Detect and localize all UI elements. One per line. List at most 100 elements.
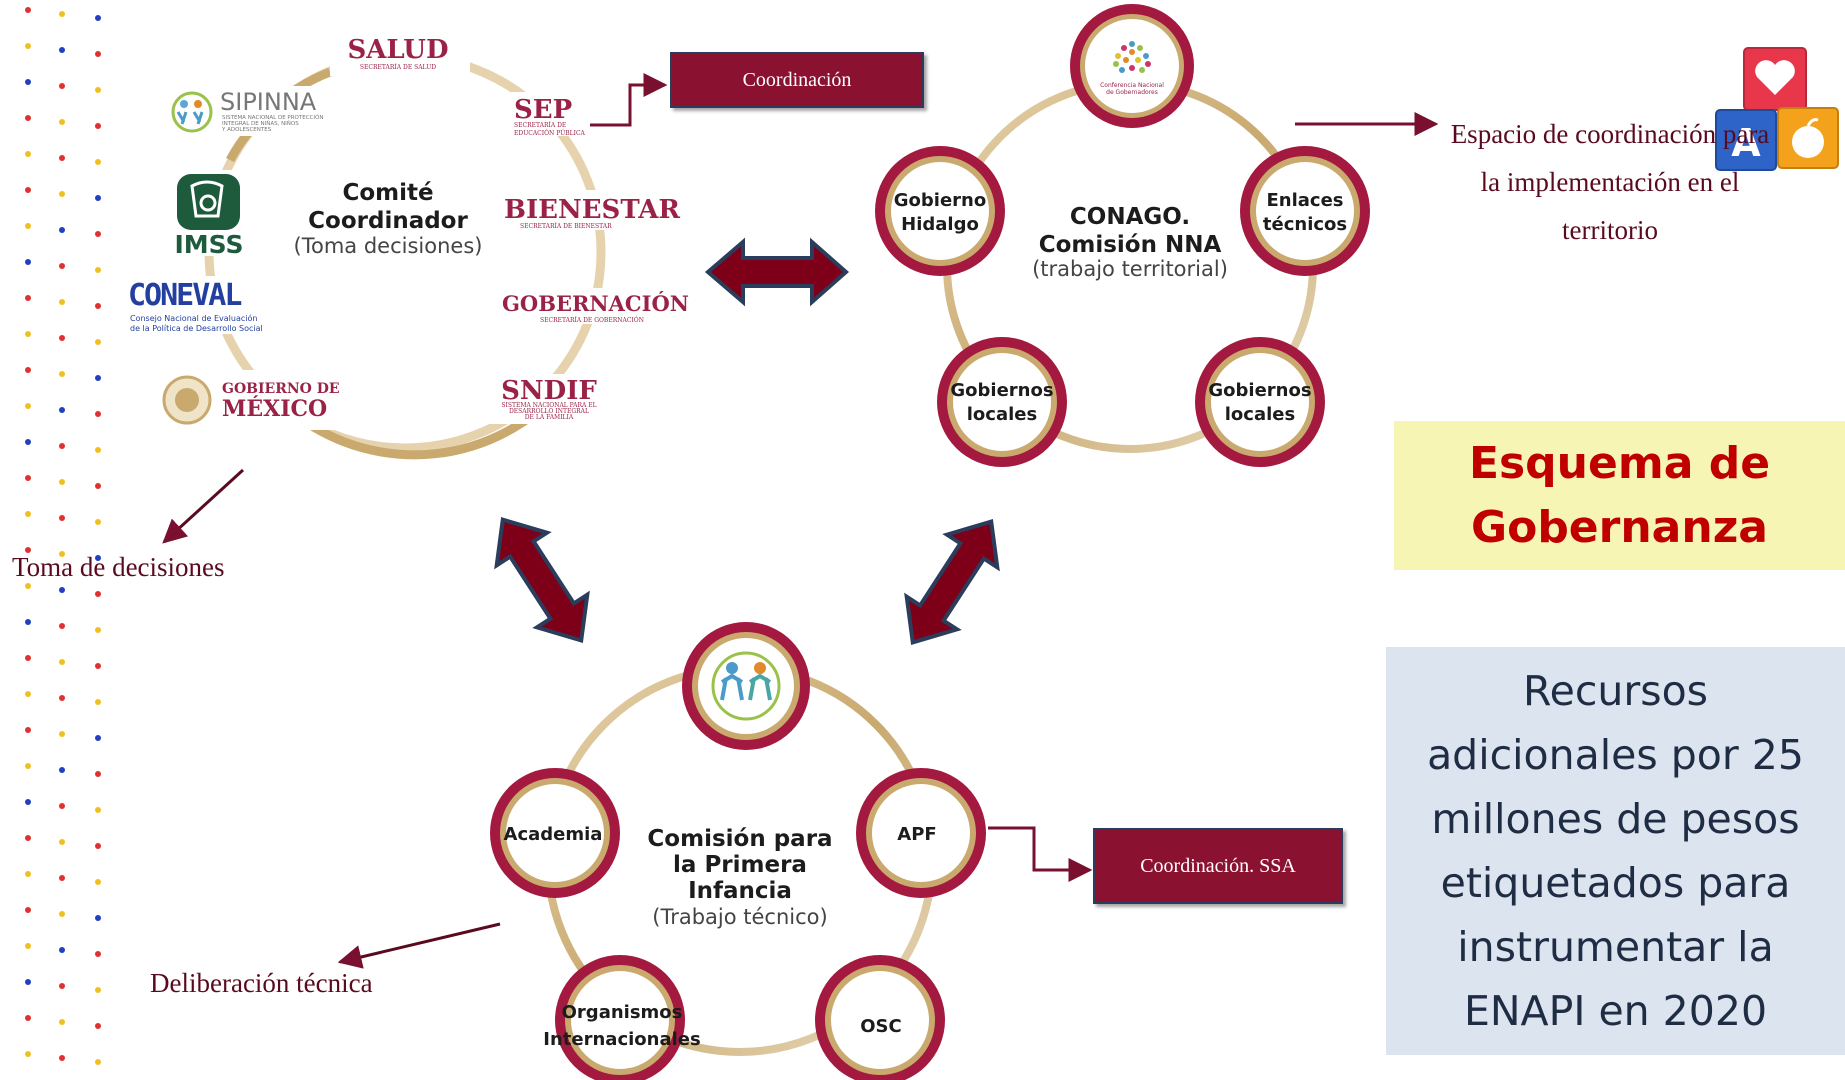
svg-text:Organismos: Organismos xyxy=(562,1002,683,1023)
deliberacion-arrow xyxy=(337,922,501,969)
decorative-dot xyxy=(95,15,101,21)
decorative-dot xyxy=(25,691,31,697)
decorative-dot xyxy=(95,591,101,597)
svg-text:Gobiernos: Gobiernos xyxy=(950,380,1053,401)
decorative-dot xyxy=(95,303,101,309)
decorative-dot xyxy=(59,443,65,449)
decorative-dot xyxy=(95,807,101,813)
esquema-gobernanza-box: Esquema de Gobernanza xyxy=(1394,421,1845,570)
double-arrow-right-diagonal xyxy=(904,519,1000,645)
decorative-dot xyxy=(25,7,31,13)
sndif-sub-3: DE LA FAMILIA xyxy=(525,414,574,421)
decorative-dot xyxy=(25,295,31,301)
decorative-dot xyxy=(25,331,31,337)
sipinna-logo: SIPINNA SISTEMA NACIONAL DE PROTECCIÓN I… xyxy=(165,86,340,136)
decorative-dot xyxy=(59,11,65,17)
conago-subtitle: (trabajo territorial) xyxy=(1032,257,1228,281)
apf-to-ssa-arrow xyxy=(988,826,1093,882)
comite-coordinador: Comité Coordinador (Toma decisiones) SAL… xyxy=(125,32,690,460)
abc-blocks-letter: A xyxy=(1731,121,1761,165)
decorative-dot xyxy=(59,227,65,233)
decorative-dot xyxy=(59,299,65,305)
comite-title-2: Coordinador xyxy=(308,208,468,234)
decorative-dot xyxy=(25,727,31,733)
decorative-dot xyxy=(25,619,31,625)
sipinna-sub-3: Y ADOLESCENTES xyxy=(221,127,272,133)
decorative-dot xyxy=(95,411,101,417)
decorative-dot xyxy=(25,1051,31,1057)
svg-text:OSC: OSC xyxy=(860,1016,901,1037)
sipinna-name: SIPINNA xyxy=(220,88,317,116)
svg-text:Academia: Academia xyxy=(504,824,603,845)
recursos-line-1: Recursos xyxy=(1522,667,1709,715)
decorative-dot xyxy=(25,367,31,373)
pi-node-organismos: Organismos Internacionales xyxy=(543,955,701,1080)
decorative-dot xyxy=(95,879,101,885)
conago-node-gobiernos-locales-right: Gobiernos locales xyxy=(1195,337,1325,467)
decorative-dot xyxy=(59,119,65,125)
deliberacion-label: Deliberación técnica xyxy=(150,968,373,998)
coordinacion-box: Coordinación xyxy=(670,52,924,108)
decorative-dot xyxy=(59,731,65,737)
toma-decisiones-arrow xyxy=(162,468,245,544)
decorative-dot xyxy=(25,115,31,121)
decorative-dot xyxy=(25,979,31,985)
decorative-dot xyxy=(25,187,31,193)
svg-text:técnicos: técnicos xyxy=(1263,214,1347,235)
decorative-dot xyxy=(59,1019,65,1025)
salud-sub: SECRETARÍA DE SALUD xyxy=(360,64,436,71)
decorative-dot xyxy=(59,479,65,485)
decorative-dot xyxy=(59,371,65,377)
recursos-line-2: adicionales por 25 xyxy=(1427,731,1804,779)
pi-node-osc: OSC xyxy=(815,955,945,1080)
sipinna-sub-1: SISTEMA NACIONAL DE PROTECCIÓN xyxy=(222,114,323,121)
decorative-dot xyxy=(59,335,65,341)
conago-node-enlaces-tecnicos: Enlaces técnicos xyxy=(1240,146,1370,276)
gobernacion-sub: SECRETARÍA DE GOBERNACIÓN xyxy=(540,316,644,324)
recursos-line-4: etiquetados para xyxy=(1440,859,1791,907)
pi-title-3: Infancia xyxy=(688,878,792,904)
decorative-dot xyxy=(59,659,65,665)
coneval-logo: CONEVAL Consejo Nacional de Evaluación d… xyxy=(125,276,275,334)
gobierno-mexico-logo: GOBIERNO DE MÉXICO xyxy=(158,370,343,430)
decorative-dot xyxy=(59,947,65,953)
decorative-dot xyxy=(59,551,65,557)
recursos-line-5: instrumentar la xyxy=(1457,923,1774,971)
decorative-dot xyxy=(59,767,65,773)
decorative-dot xyxy=(25,763,31,769)
decorative-dot xyxy=(25,1015,31,1021)
decorative-dot xyxy=(95,519,101,525)
decorative-dot xyxy=(59,875,65,881)
decorative-dot xyxy=(95,699,101,705)
decorative-dot xyxy=(25,835,31,841)
decorative-dot xyxy=(25,223,31,229)
svg-text:Gobierno: Gobierno xyxy=(894,190,986,211)
svg-text:locales: locales xyxy=(967,404,1037,425)
decorative-dot xyxy=(59,983,65,989)
decorative-dot xyxy=(25,259,31,265)
decorative-dot xyxy=(59,515,65,521)
decorative-dot xyxy=(59,47,65,53)
espacio-line-1: Espacio de coordinación para xyxy=(1450,119,1770,149)
decorative-dot xyxy=(59,695,65,701)
pi-logo-node xyxy=(682,622,810,750)
decorative-dot xyxy=(95,339,101,345)
decorative-dot xyxy=(59,407,65,413)
decorative-dot xyxy=(25,583,31,589)
decorative-dot xyxy=(25,871,31,877)
decorative-dot xyxy=(25,439,31,445)
conago-group: CONAGO. Comisión NNA (trabajo territoria… xyxy=(875,4,1370,467)
pi-title-2: la Primera xyxy=(673,852,807,878)
decorative-dot xyxy=(25,403,31,409)
decorative-dot xyxy=(59,83,65,89)
recursos-line-6: ENAPI en 2020 xyxy=(1463,987,1768,1035)
decorative-dot xyxy=(25,943,31,949)
decorative-dot xyxy=(95,87,101,93)
decorative-dot xyxy=(25,475,31,481)
decorative-dot xyxy=(95,159,101,165)
double-arrow-left-diagonal xyxy=(494,517,590,643)
svg-text:Enlaces: Enlaces xyxy=(1266,190,1343,211)
decorative-dot xyxy=(95,735,101,741)
svg-text:locales: locales xyxy=(1225,404,1295,425)
